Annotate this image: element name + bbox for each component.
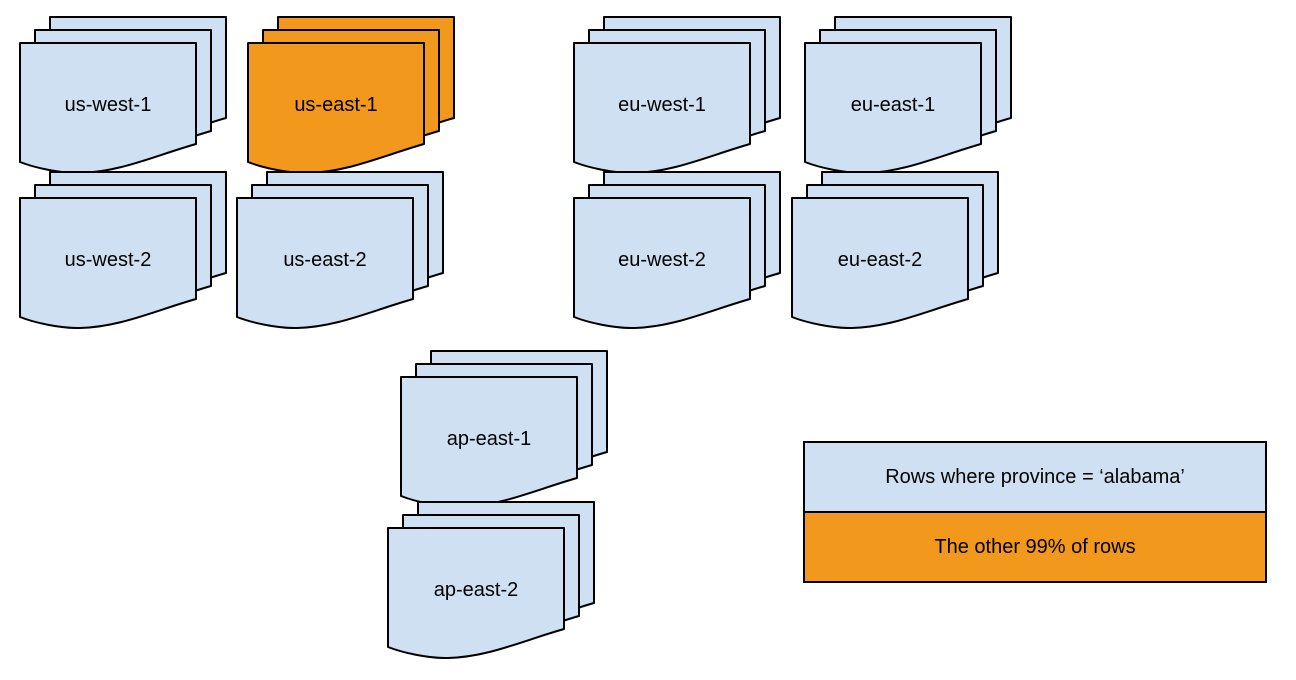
region-stack-us-west-2: us-west-2 <box>19 171 227 329</box>
document-stack-icon <box>400 350 608 508</box>
region-stack-ap-east-2: ap-east-2 <box>387 501 595 659</box>
document-stack-icon <box>573 16 781 174</box>
document-stack-icon <box>236 171 444 329</box>
region-stack-ap-east-1: ap-east-1 <box>400 350 608 508</box>
region-stack-eu-west-1: eu-west-1 <box>573 16 781 174</box>
region-stack-us-east-2: us-east-2 <box>236 171 444 329</box>
region-stack-us-east-1: us-east-1 <box>247 16 455 174</box>
document-stack-icon <box>387 501 595 659</box>
region-stack-eu-west-2: eu-west-2 <box>573 171 781 329</box>
document-stack-icon <box>247 16 455 174</box>
region-stack-us-west-1: us-west-1 <box>19 16 227 174</box>
document-stack-icon <box>804 16 1012 174</box>
legend: Rows where province = ‘alabama’ The othe… <box>803 441 1267 583</box>
document-stack-icon <box>791 171 999 329</box>
legend-label-highlight: The other 99% of rows <box>934 535 1136 558</box>
legend-item-partition: Rows where province = ‘alabama’ <box>805 443 1265 511</box>
document-stack-icon <box>19 171 227 329</box>
region-stack-eu-east-1: eu-east-1 <box>804 16 1012 174</box>
region-stack-eu-east-2: eu-east-2 <box>791 171 999 329</box>
legend-label-partition: Rows where province = ‘alabama’ <box>885 465 1185 488</box>
document-stack-icon <box>19 16 227 174</box>
legend-item-highlight: The other 99% of rows <box>805 511 1265 581</box>
document-stack-icon <box>573 171 781 329</box>
